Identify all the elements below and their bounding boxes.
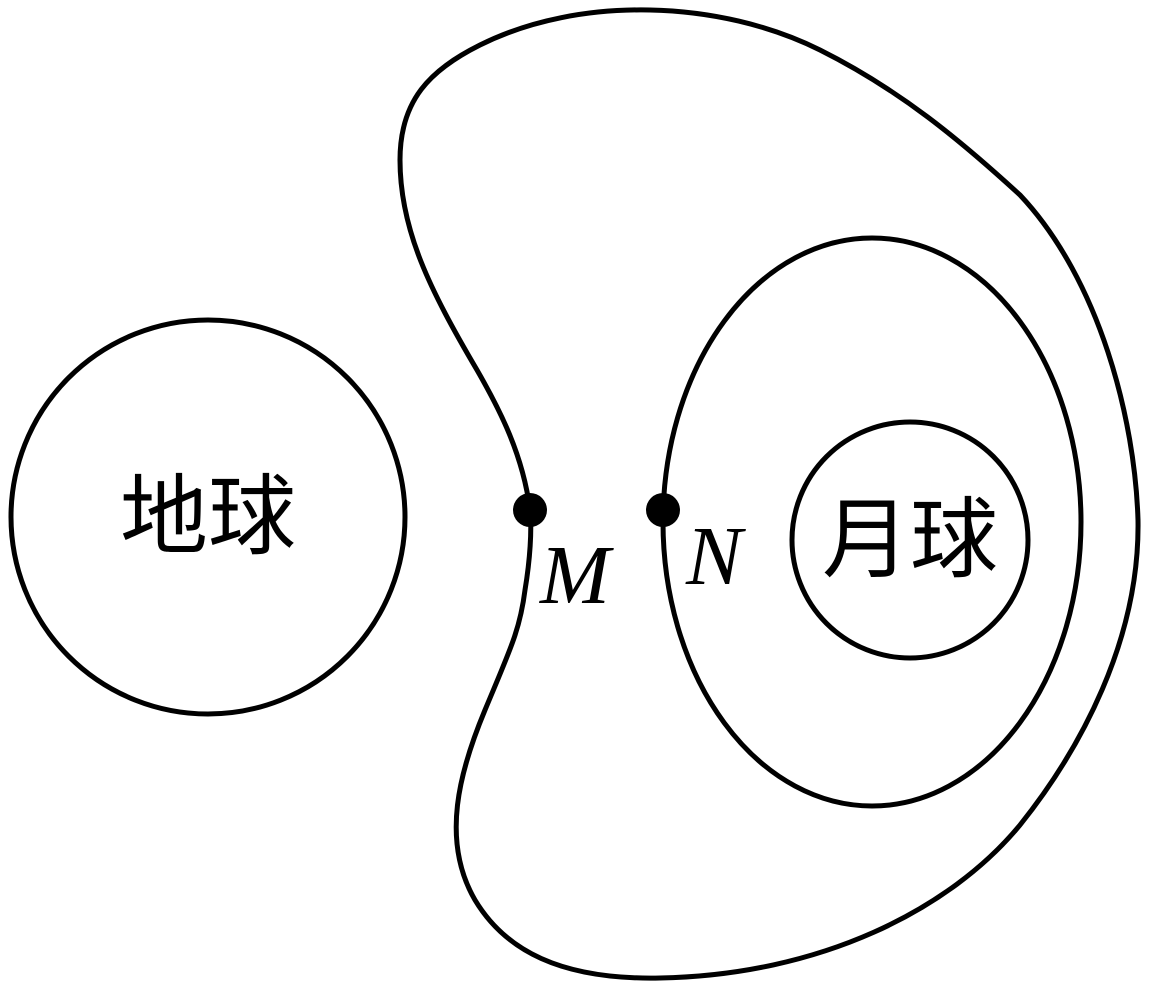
point-n (646, 493, 680, 527)
point-m-label: M (539, 529, 614, 622)
outer-orbit-curve (397, 7, 1141, 981)
point-m (513, 493, 547, 527)
earth-circle (8, 317, 408, 717)
moon-circle (789, 419, 1031, 661)
earth-label: 地球 (120, 465, 296, 568)
moon-label: 月球 (822, 488, 998, 591)
point-n-label: N (685, 510, 746, 603)
